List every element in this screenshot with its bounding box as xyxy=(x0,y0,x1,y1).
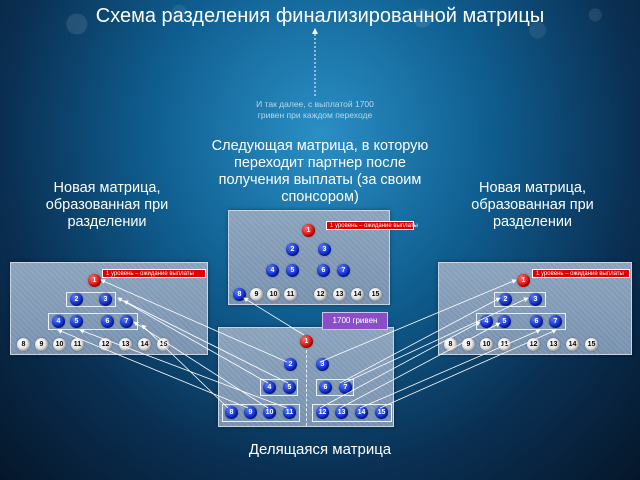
caption-splitting-matrix: Делящаяся матрица xyxy=(248,441,392,458)
left-matrix-node-11: 11 xyxy=(71,338,84,351)
next-matrix-node-11: 11 xyxy=(284,288,297,301)
next-matrix-node-4: 4 xyxy=(266,264,279,277)
splitting-matrix-node-14: 14 xyxy=(355,406,368,419)
splitting-matrix-node-3: 3 xyxy=(316,358,329,371)
left-matrix-node-4: 4 xyxy=(52,315,65,328)
caption-right-line-3: разделении xyxy=(492,214,573,230)
note-line-1: И так далее, с выплатой 1700 xyxy=(256,99,374,109)
splitting-matrix-node-2: 2 xyxy=(284,358,297,371)
next-matrix-node-12: 12 xyxy=(314,288,327,301)
next-matrix-node-6: 6 xyxy=(317,264,330,277)
left-matrix-node-8: 8 xyxy=(17,338,30,351)
next-matrix-node-3: 3 xyxy=(318,243,331,256)
left-matrix-node-5: 5 xyxy=(70,315,83,328)
right-matrix-node-7: 7 xyxy=(549,315,562,328)
splitting-matrix-node-9: 9 xyxy=(244,406,257,419)
splitting-matrix-node-11: 11 xyxy=(283,406,296,419)
left-matrix-node-13: 13 xyxy=(119,338,132,351)
caption-right-line-1: Новая матрица, xyxy=(479,180,586,196)
splitting-matrix-divider xyxy=(306,350,307,426)
next-matrix-node-10: 10 xyxy=(267,288,280,301)
right-matrix-node-1: 1 xyxy=(517,274,530,287)
left-matrix-node-12: 12 xyxy=(99,338,112,351)
right-matrix-node-8: 8 xyxy=(444,338,457,351)
right-matrix-node-14: 14 xyxy=(566,338,579,351)
diagram-title: Схема разделения финализированной матриц… xyxy=(95,5,545,27)
caption-next-line-1: Следующая матрица, в которую xyxy=(211,138,429,154)
caption-left-line-2: образованная при xyxy=(45,197,169,213)
left-matrix-node-14: 14 xyxy=(138,338,151,351)
caption-left-matrix: Новая матрица, образованная при разделен… xyxy=(22,180,192,231)
caption-next-line-3: получения выплаты (за своим xyxy=(218,172,422,188)
left-matrix-node-6: 6 xyxy=(101,315,114,328)
left-matrix-node-7: 7 xyxy=(120,315,133,328)
splitting-matrix-node-6: 6 xyxy=(319,381,332,394)
right-matrix-node-10: 10 xyxy=(480,338,493,351)
right-matrix-node-15: 15 xyxy=(585,338,598,351)
right-matrix-level-label: 1 уровень – ожидание выплаты xyxy=(532,269,630,278)
splitting-matrix-node-4: 4 xyxy=(263,381,276,394)
splitting-matrix-node-7: 7 xyxy=(339,381,352,394)
right-matrix-node-12: 12 xyxy=(527,338,540,351)
left-matrix-node-3: 3 xyxy=(99,293,112,306)
next-matrix-node-13: 13 xyxy=(333,288,346,301)
caption-right-matrix: Новая матрица, образованная при разделен… xyxy=(445,180,620,231)
next-matrix-node-14: 14 xyxy=(351,288,364,301)
right-matrix-node-2: 2 xyxy=(499,293,512,306)
next-matrix-node-5: 5 xyxy=(286,264,299,277)
splitting-matrix-node-12: 12 xyxy=(316,406,329,419)
next-matrix-node-7: 7 xyxy=(337,264,350,277)
left-matrix-level-label: 1 уровень – ожидание выплаты xyxy=(102,269,206,278)
continuation-note: И так далее, с выплатой 1700 гривен при … xyxy=(225,99,405,121)
background-bokeh xyxy=(0,0,640,60)
right-matrix-node-5: 5 xyxy=(498,315,511,328)
left-matrix-node-1: 1 xyxy=(88,274,101,287)
caption-left-line-1: Новая матрица, xyxy=(53,180,161,196)
caption-next-matrix: Следующая матрица, в которую переходит п… xyxy=(195,138,445,206)
left-matrix-node-15: 15 xyxy=(157,338,170,351)
right-matrix-node-11: 11 xyxy=(498,338,511,351)
splitting-matrix-node-1: 1 xyxy=(300,335,313,348)
next-matrix-level-label: 1 уровень – ожидание выплаты xyxy=(326,221,418,230)
left-matrix-node-9: 9 xyxy=(35,338,48,351)
splitting-matrix-node-15: 15 xyxy=(375,406,388,419)
next-matrix-node-15: 15 xyxy=(369,288,382,301)
caption-left-line-3: разделении xyxy=(67,214,147,230)
caption-next-line-2: переходит партнер после xyxy=(234,155,406,171)
right-matrix-node-6: 6 xyxy=(530,315,543,328)
arrow-up-icon xyxy=(312,28,318,98)
next-matrix-node-1: 1 xyxy=(302,224,315,237)
next-matrix-node-2: 2 xyxy=(286,243,299,256)
right-matrix-node-13: 13 xyxy=(547,338,560,351)
right-matrix-node-9: 9 xyxy=(462,338,475,351)
left-matrix-node-2: 2 xyxy=(70,293,83,306)
note-line-2: гривен при каждом переходе xyxy=(257,110,373,120)
payment-badge: 1700 гривен xyxy=(322,312,388,330)
splitting-matrix-node-13: 13 xyxy=(335,406,348,419)
splitting-matrix-node-8: 8 xyxy=(225,406,238,419)
next-matrix-node-8: 8 xyxy=(233,288,246,301)
right-matrix-node-3: 3 xyxy=(529,293,542,306)
right-matrix-node-4: 4 xyxy=(480,315,493,328)
next-matrix-node-9: 9 xyxy=(250,288,263,301)
caption-next-line-4: спонсором) xyxy=(281,189,359,205)
left-matrix-node-10: 10 xyxy=(53,338,66,351)
splitting-matrix-node-5: 5 xyxy=(283,381,296,394)
caption-right-line-2: образованная при xyxy=(471,197,594,213)
splitting-matrix-node-10: 10 xyxy=(263,406,276,419)
